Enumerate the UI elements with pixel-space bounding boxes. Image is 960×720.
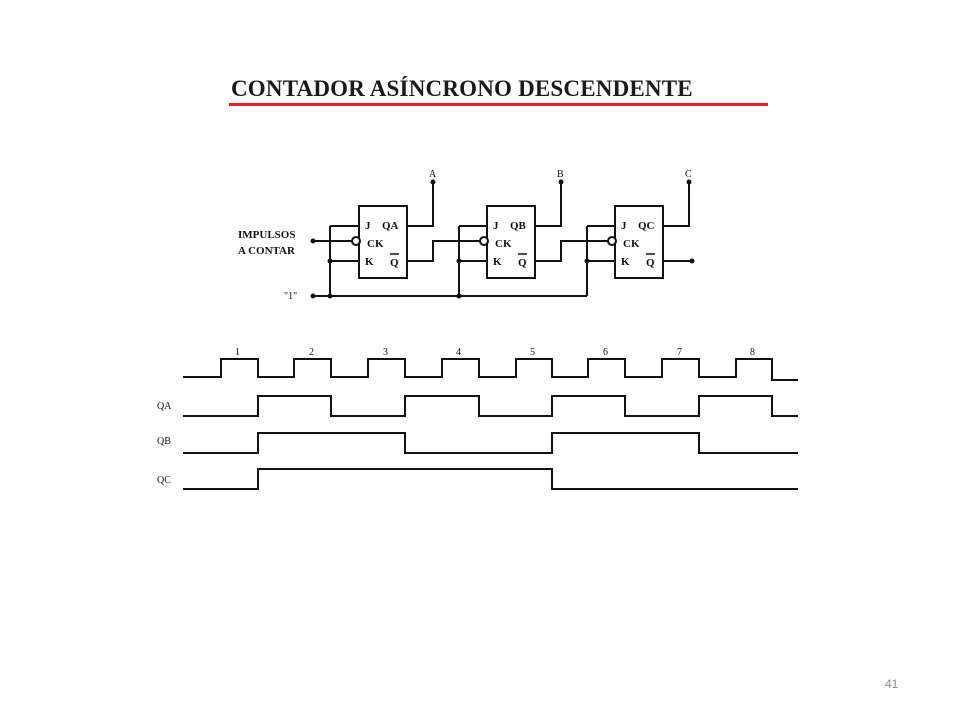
svg-text:K: K bbox=[365, 256, 374, 268]
pulse-label-5: 5 bbox=[530, 347, 535, 358]
logic-one-node bbox=[310, 293, 316, 299]
svg-text:Q: Q bbox=[646, 257, 655, 269]
circuit-schematic: IMPULSOS A CONTAR "1" bbox=[238, 169, 695, 302]
waveform-qc bbox=[183, 468, 798, 490]
svg-text:J: J bbox=[493, 220, 499, 232]
page-number: 41 bbox=[885, 677, 899, 691]
one-label: "1" bbox=[284, 291, 297, 302]
signal-label-qa: QA bbox=[157, 401, 172, 412]
flipflop-a bbox=[358, 205, 408, 279]
svg-text:Q: Q bbox=[390, 257, 399, 269]
svg-text:K: K bbox=[493, 256, 502, 268]
pulse-label-8: 8 bbox=[750, 347, 755, 358]
timing-diagram: 1 2 3 4 5 6 7 8 QA QB QC bbox=[157, 347, 798, 490]
output-b-label: B bbox=[557, 169, 564, 180]
flipflop-c bbox=[614, 205, 664, 279]
svg-text:J: J bbox=[365, 220, 371, 232]
title-underline bbox=[229, 103, 768, 106]
pulse-label-4: 4 bbox=[456, 347, 461, 358]
svg-text:CK: CK bbox=[367, 238, 384, 250]
signal-label-qb: QB bbox=[157, 436, 171, 447]
waveform-qa bbox=[183, 395, 798, 417]
slide-title: CONTADOR ASÍNCRONO DESCENDENTE bbox=[231, 76, 693, 101]
clock-input-node bbox=[310, 238, 316, 244]
signal-label-qc: QC bbox=[157, 475, 171, 486]
pulse-label-7: 7 bbox=[677, 347, 682, 358]
svg-text:QC: QC bbox=[638, 220, 655, 232]
pulse-label-1: 1 bbox=[235, 347, 240, 358]
input-label-line2: A CONTAR bbox=[238, 245, 296, 257]
svg-text:Q: Q bbox=[518, 257, 527, 269]
svg-text:J: J bbox=[621, 220, 627, 232]
svg-text:K: K bbox=[621, 256, 630, 268]
svg-text:QB: QB bbox=[510, 220, 527, 232]
output-c-label: C bbox=[685, 169, 692, 180]
svg-text:CK: CK bbox=[495, 238, 512, 250]
clock-waveform bbox=[183, 358, 798, 381]
pulse-label-2: 2 bbox=[309, 347, 314, 358]
pulse-label-3: 3 bbox=[383, 347, 388, 358]
svg-text:QA: QA bbox=[382, 220, 399, 232]
input-label-line1: IMPULSOS bbox=[238, 229, 295, 241]
pulse-label-6: 6 bbox=[603, 347, 608, 358]
svg-text:CK: CK bbox=[623, 238, 640, 250]
waveform-qb bbox=[183, 432, 798, 454]
output-a-label: A bbox=[429, 169, 437, 180]
flipflop-b bbox=[486, 205, 536, 279]
